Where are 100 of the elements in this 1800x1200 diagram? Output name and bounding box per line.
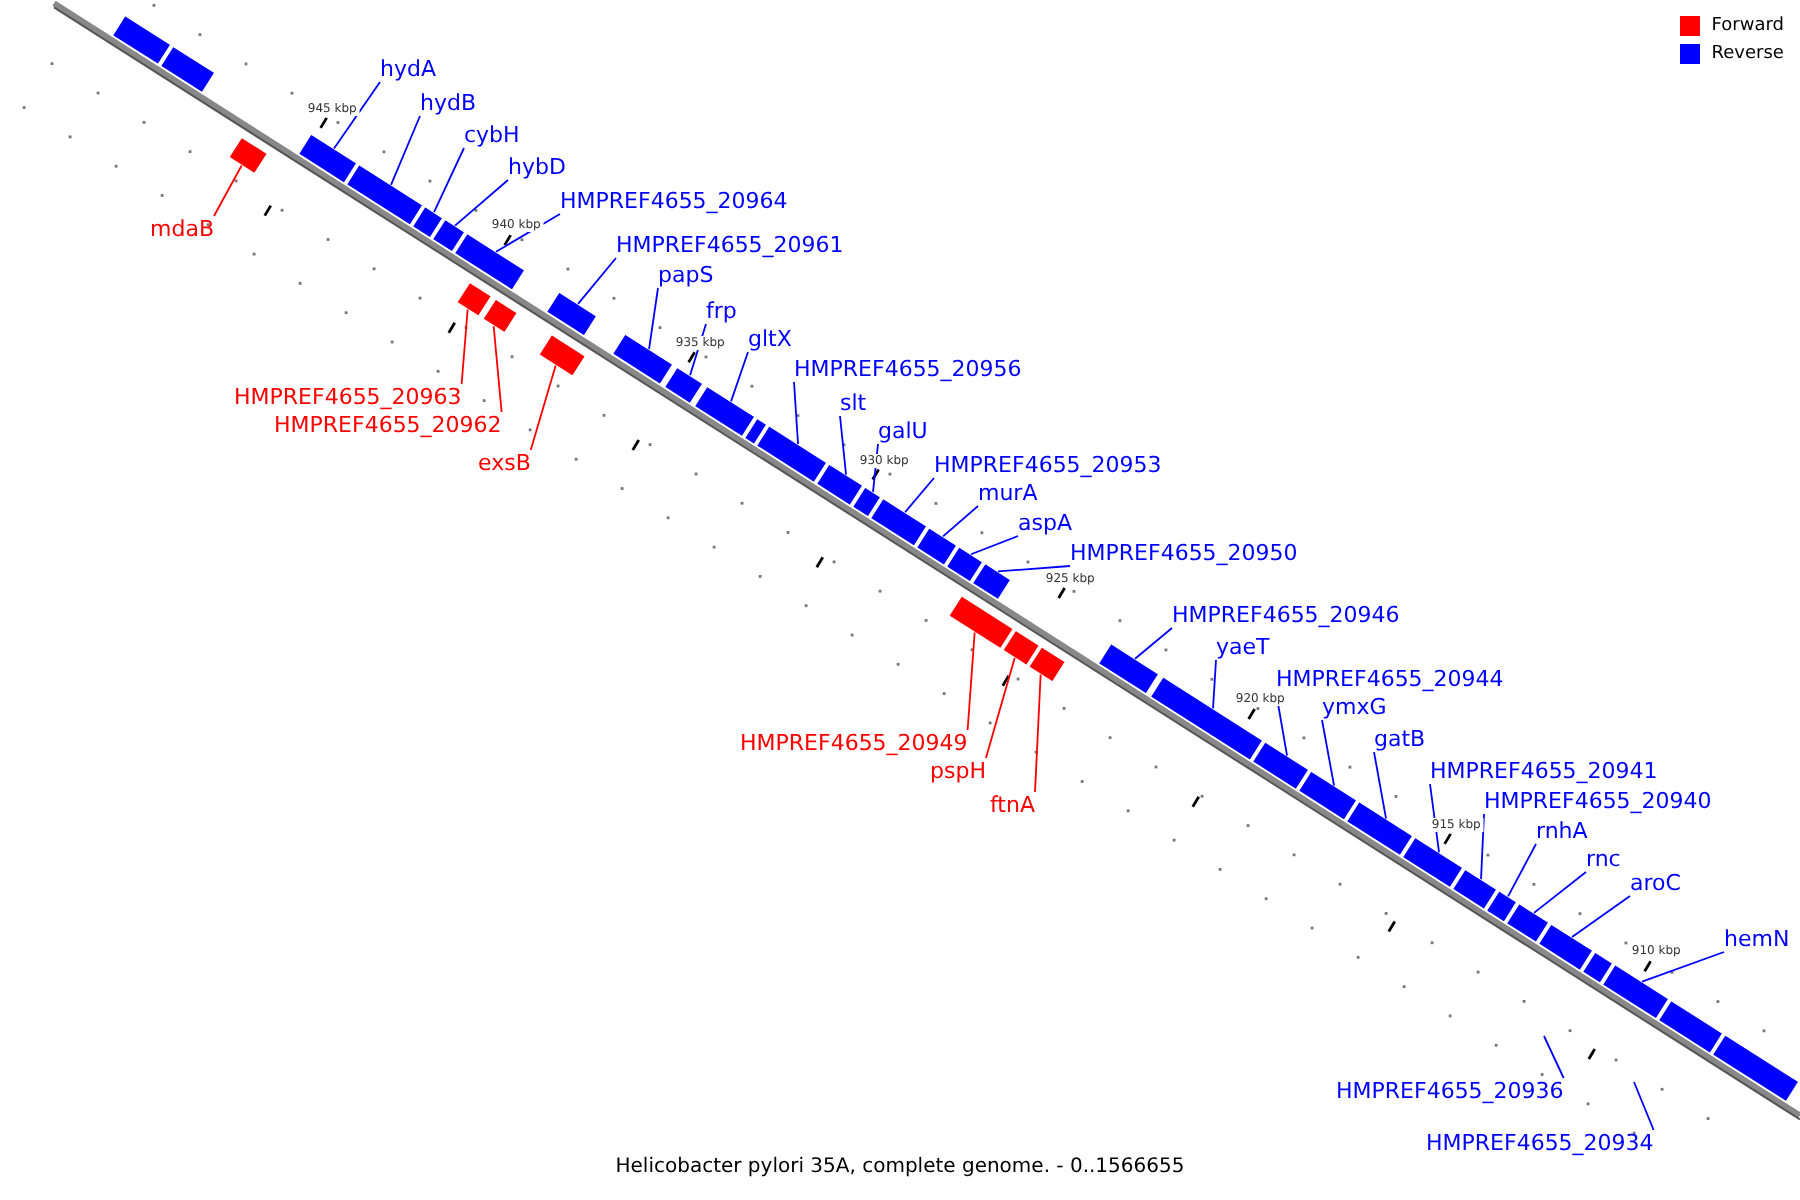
leader-line: [460, 308, 469, 385]
gene-block: [1711, 1033, 1800, 1104]
leader-line: [1641, 951, 1725, 983]
gene-block: [411, 205, 445, 240]
gene-block: [947, 594, 1015, 651]
leader-line: [997, 565, 1071, 573]
leader-line: [454, 179, 509, 227]
gene-label: HMPREF4655_20934: [1426, 1130, 1654, 1156]
caption: Helicobacter pylori 35A, complete genome. - 0..1566655: [615, 1156, 1185, 1178]
gene-block: [869, 497, 929, 548]
leader-line: [433, 147, 465, 214]
gene-label: cybH: [464, 122, 520, 148]
gene-block: [1451, 867, 1499, 911]
gene-block: [1297, 769, 1359, 822]
gene-block: [1149, 675, 1265, 762]
leader-line: [1321, 719, 1335, 787]
gene-label: HMPREF4655_20950: [1070, 540, 1298, 566]
gene-label: ftnA: [990, 792, 1035, 818]
gene-block: [915, 526, 959, 567]
gene-block: [431, 218, 467, 254]
gene-label: HMPREF4655_20946: [1172, 602, 1400, 628]
gene-label: rnhA: [1536, 818, 1588, 844]
gene-label: HMPREF4655_20936: [1336, 1078, 1564, 1104]
gene-block: [297, 132, 359, 185]
gene-label: ymxG: [1322, 694, 1387, 720]
leader-line: [1543, 1035, 1565, 1079]
gene-block: [455, 281, 493, 318]
leader-line: [1633, 1081, 1655, 1131]
gene-block: [755, 424, 829, 484]
gene-block: [1345, 800, 1415, 858]
gene-label: frp: [706, 298, 737, 324]
gene-label: hemN: [1724, 926, 1790, 952]
gene-block: [1657, 999, 1725, 1055]
gene-label: yaeT: [1216, 634, 1270, 660]
gene-block: [1027, 645, 1067, 684]
gene-label: HMPREF4655_20962: [274, 412, 502, 438]
legend-label: Forward: [1711, 16, 1784, 36]
leader-line: [1571, 895, 1631, 938]
gene-block: [1251, 740, 1311, 791]
gene-label: hydA: [380, 56, 436, 82]
gene-label: slt: [840, 390, 867, 416]
legend-label: Reverse: [1711, 44, 1784, 64]
gene-block: [945, 545, 985, 584]
gene-block: [545, 290, 599, 338]
gene-label: galU: [878, 418, 928, 444]
gene-label: papS: [658, 262, 714, 288]
gene-label: HMPREF4655_20964: [560, 188, 788, 214]
leader-line: [1134, 627, 1173, 660]
gene-label: HMPREF4655_20949: [740, 730, 968, 756]
leader-line: [1480, 813, 1485, 881]
gene-label: rnc: [1586, 846, 1621, 872]
gene-label: gltX: [748, 326, 792, 352]
gene-block: [971, 562, 1013, 602]
leader-line: [529, 364, 557, 451]
gene-label: aroC: [1630, 870, 1681, 896]
gene-block: [1485, 889, 1519, 924]
leader-line: [1373, 751, 1387, 820]
gene-block: [159, 44, 217, 95]
leader-line: [985, 657, 1016, 759]
gene-label: HMPREF4655_20956: [794, 356, 1022, 382]
gene-label: HMPREF4655_20940: [1484, 788, 1712, 814]
leader-line: [1533, 871, 1587, 914]
gene-label: gatB: [1374, 726, 1426, 752]
gene-label: HMPREF4655_20941: [1430, 758, 1658, 784]
gene-block: [851, 485, 883, 519]
leader-line: [966, 631, 976, 731]
gene-block: [345, 163, 425, 227]
leader-line: [904, 477, 935, 514]
gene-block: [693, 384, 757, 439]
leader-line: [577, 257, 617, 305]
gene-block: [1401, 835, 1465, 890]
gene-label: HMPREF4655_20944: [1276, 666, 1504, 692]
gene-block: [1581, 950, 1615, 985]
leader-line: [390, 115, 421, 186]
leader-line: [213, 164, 243, 217]
gene-block: [815, 462, 865, 507]
gene-block: [1505, 902, 1551, 944]
leader-line: [793, 381, 799, 445]
gene-label: mdaB: [150, 216, 214, 242]
leader-line: [333, 81, 381, 150]
gene-label: HMPREF4655_20961: [616, 232, 844, 258]
leader-line: [492, 325, 503, 413]
leader-line: [970, 535, 1019, 556]
gene-block: [1097, 642, 1161, 696]
gene-block: [453, 232, 527, 292]
leader-line: [1034, 673, 1042, 793]
leader-line: [1212, 659, 1217, 710]
gene-label: murA: [978, 480, 1038, 506]
gene-label: exsB: [478, 450, 531, 476]
gene-label: hydB: [420, 90, 477, 116]
gene-block: [111, 14, 173, 66]
gene-block: [663, 365, 705, 405]
leader-line: [942, 505, 979, 538]
gene-label: pspH: [930, 758, 986, 784]
leader-line: [648, 287, 659, 351]
gene-block: [743, 416, 769, 446]
gene-label: hybD: [508, 154, 566, 180]
gene-label: HMPREF4655_20953: [934, 452, 1162, 478]
leader-line: [1507, 843, 1537, 898]
gene-block: [1601, 963, 1671, 1021]
